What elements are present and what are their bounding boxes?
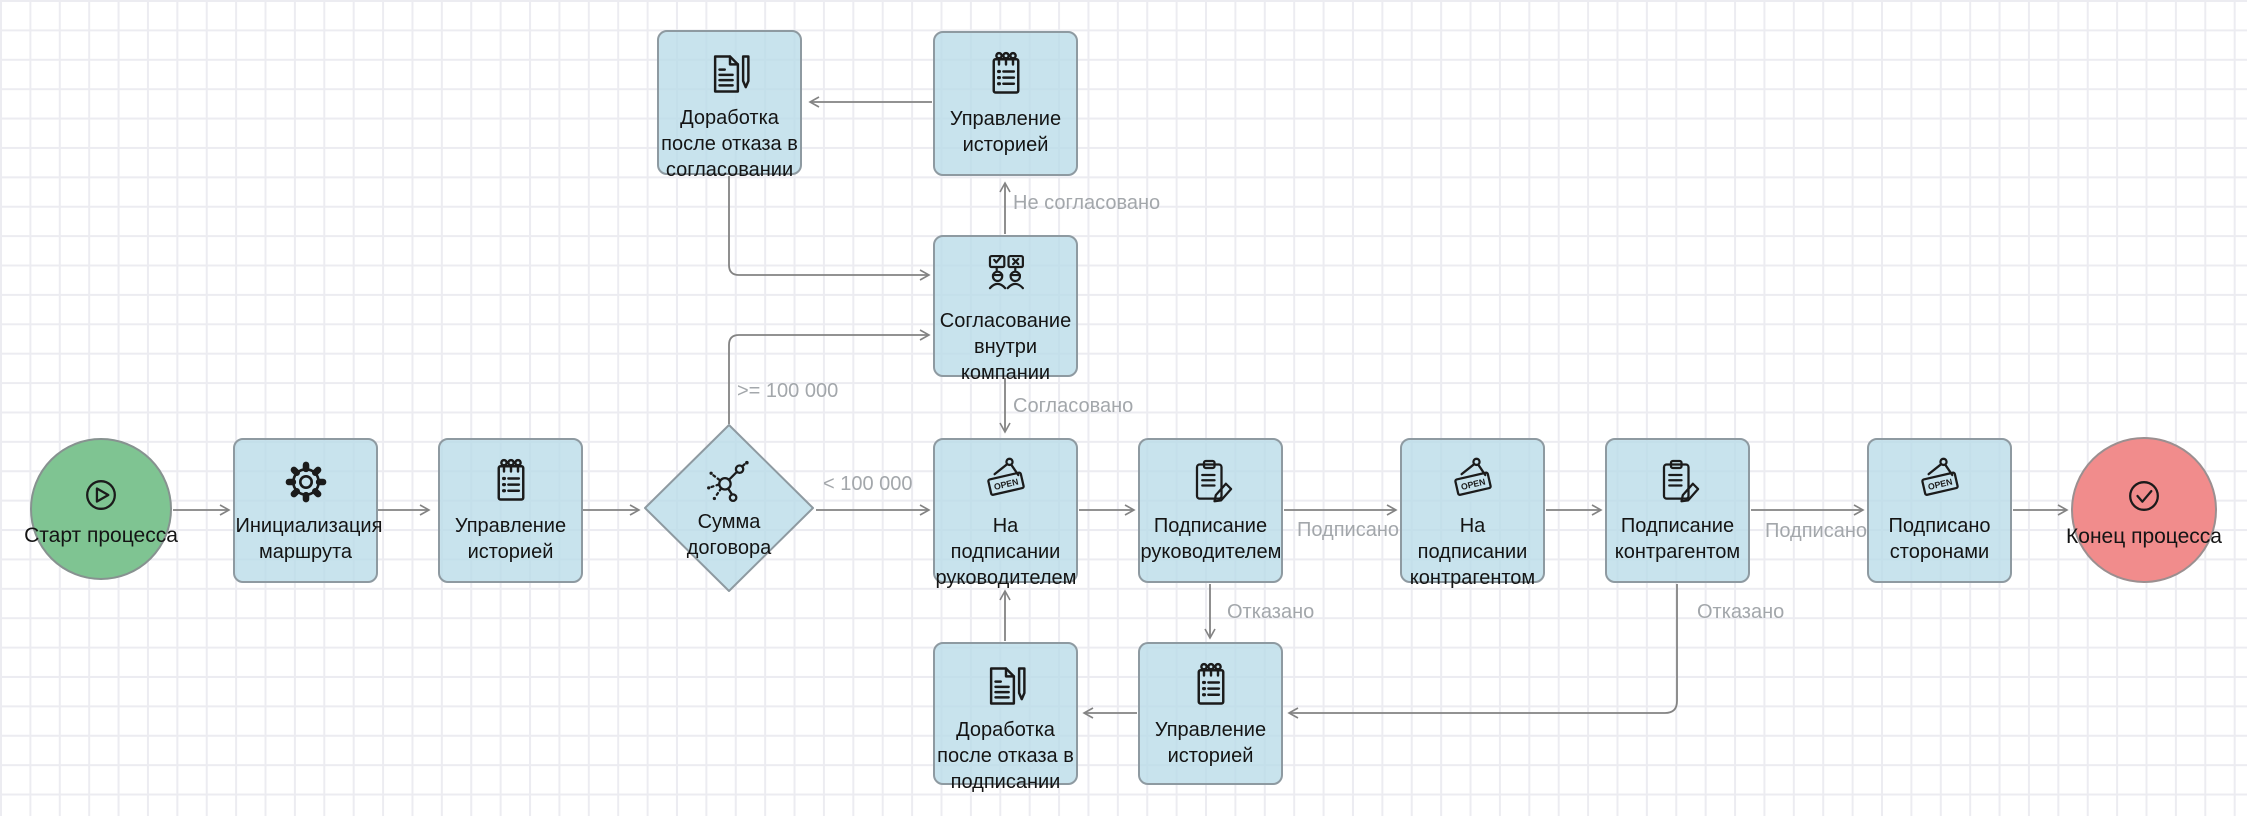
node-internal-approval[interactable]: Согласование внутри компании xyxy=(933,235,1078,384)
node-label: На подписании контрагентом xyxy=(1409,515,1536,589)
checklist-notepad-icon xyxy=(992,51,1019,94)
node-init-route[interactable]: Инициализация маршрута xyxy=(233,438,383,583)
clipboard-pencil-icon xyxy=(1195,459,1232,503)
node-signing-counterparty[interactable]: Подписание контрагентом xyxy=(1605,438,1750,583)
node-signed-parties[interactable]: OPEN Подписано сторонами xyxy=(1867,438,2012,583)
node-label: Подписано сторонами xyxy=(1888,515,1991,563)
node-label: На подписании руководителем xyxy=(935,515,1077,589)
node-start[interactable]: Старт процесса xyxy=(24,438,178,580)
node-label: Управление историей xyxy=(949,108,1062,156)
node-label: Доработка после отказа в согласовании xyxy=(661,107,798,181)
edge-label-not-approved: Не согласовано xyxy=(1013,192,1161,214)
node-label: Управление историей xyxy=(1154,719,1267,767)
node-signing-manager[interactable]: Подписание руководителем xyxy=(1138,438,1283,583)
edge-label-signed-manager: Подписано xyxy=(1297,519,1400,541)
node-pending-counterparty[interactable]: OPEN На подписании контрагентом xyxy=(1400,438,1545,589)
node-label: Старт процесса xyxy=(24,524,178,547)
node-label: Конец процесса xyxy=(2066,525,2222,548)
checklist-notepad-icon xyxy=(1197,662,1224,705)
diamond-shape xyxy=(644,424,814,592)
approval-people-icon xyxy=(988,254,1024,290)
node-label: Доработка после отказа в подписании xyxy=(937,719,1074,793)
node-history-main[interactable]: Управление историей xyxy=(438,438,583,583)
document-pen-icon xyxy=(989,667,1026,705)
node-label: Управление историей xyxy=(454,515,567,563)
edge-label-signed-counterparty: Подписано xyxy=(1765,520,1868,542)
node-end[interactable]: Конец процесса xyxy=(2066,437,2222,583)
edge-label-rejected-manager: Отказано xyxy=(1227,601,1315,623)
node-label: Инициализация маршрута xyxy=(235,515,383,563)
node-rework-signing[interactable]: Доработка после отказа в подписании xyxy=(933,642,1078,793)
node-rework-approval[interactable]: Доработка после отказа в согласовании xyxy=(657,30,802,181)
play-icon xyxy=(86,480,116,510)
edge-label-approved: Согласовано xyxy=(1013,395,1134,417)
check-circle-icon xyxy=(2129,481,2159,511)
gear-icon xyxy=(285,461,326,503)
node-label: Сумма договора xyxy=(686,511,772,559)
document-pen-icon xyxy=(713,55,750,93)
edge-label-rejected-counterparty: Отказано xyxy=(1697,601,1785,623)
edge-label-lt-100000: < 100 000 xyxy=(823,473,913,495)
open-sign-icon: OPEN xyxy=(1920,457,1959,496)
open-sign-icon: OPEN xyxy=(1453,457,1492,496)
edge-label-gte-100000: >= 100 000 xyxy=(737,380,839,402)
node-label: Подписание руководителем xyxy=(1140,515,1282,563)
network-icon xyxy=(707,460,749,503)
checklist-notepad-icon xyxy=(497,458,524,501)
node-contract-amount-gateway[interactable]: Сумма договора xyxy=(643,423,815,593)
node-label: Согласование внутри компании xyxy=(939,310,1072,384)
node-history-bottom[interactable]: Управление историей xyxy=(1138,642,1283,785)
node-pending-manager[interactable]: OPEN На подписании руководителем xyxy=(933,438,1078,589)
open-sign-icon: OPEN xyxy=(986,457,1025,496)
node-history-top[interactable]: Управление историей xyxy=(933,31,1078,176)
node-label: Подписание контрагентом xyxy=(1614,515,1741,563)
clipboard-pencil-icon xyxy=(1662,459,1699,503)
